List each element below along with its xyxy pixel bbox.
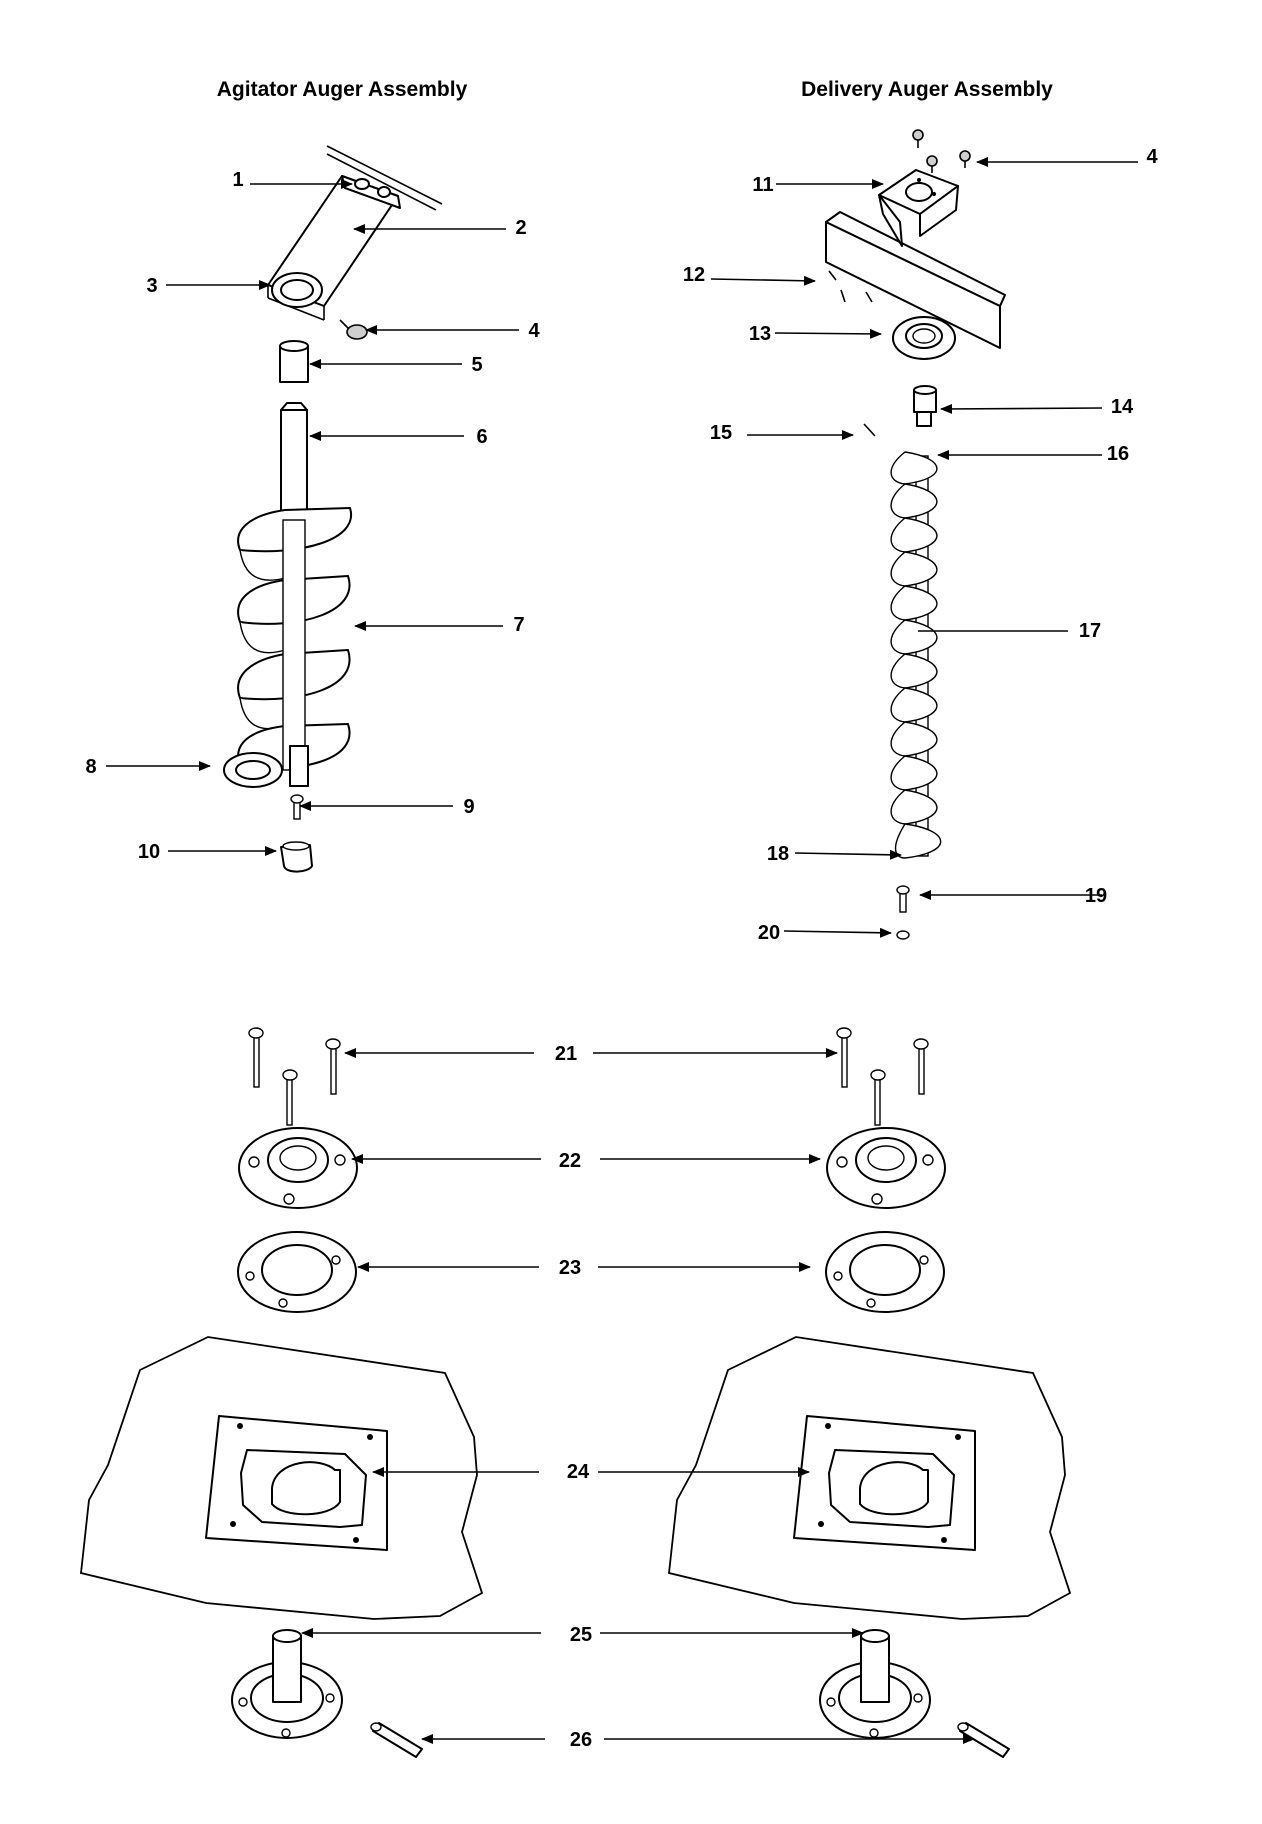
left-drive-pin-part xyxy=(370,1722,423,1758)
delivery-roll-pins-part xyxy=(828,270,873,303)
callout-10: 10 xyxy=(138,841,160,863)
title-agitator-auger-assembly: Agitator Auger Assembly xyxy=(217,78,468,101)
callout-22: 22 xyxy=(559,1150,581,1172)
agitator-bearing-part xyxy=(271,272,323,308)
callout-23: 23 xyxy=(559,1257,581,1279)
delivery-coupling-part xyxy=(913,385,937,427)
agitator-thumbscrew-part xyxy=(339,319,368,340)
right-bearing-flange-part xyxy=(826,1127,946,1209)
callout-19: 19 xyxy=(1085,885,1107,907)
callout-5: 5 xyxy=(471,354,482,376)
agitator-shaft-part xyxy=(280,402,308,519)
right-gasket-part xyxy=(825,1231,945,1313)
callout-6: 6 xyxy=(476,426,487,448)
delivery-bracket-part xyxy=(878,169,959,247)
delivery-pin-part xyxy=(863,423,876,437)
callout-2: 2 xyxy=(515,217,526,239)
callout-4-delivery: 4 xyxy=(1146,146,1158,168)
agitator-pin-part xyxy=(290,794,304,820)
callout-17: 17 xyxy=(1079,620,1101,642)
callout-3: 3 xyxy=(146,275,157,297)
callout-18: 18 xyxy=(767,843,789,865)
left-drive-shaft-part xyxy=(231,1629,343,1739)
callout-7: 7 xyxy=(513,614,524,636)
delivery-screws-part xyxy=(912,129,971,173)
callout-9: 9 xyxy=(463,796,474,818)
callout-26: 26 xyxy=(570,1729,592,1751)
agitator-auger-flighting-part xyxy=(237,507,353,787)
callout-labels: 1 2 3 4 5 6 7 8 9 10 11 4 12 13 14 15 16… xyxy=(85,146,1158,1751)
callout-25: 25 xyxy=(570,1624,592,1646)
delivery-bolt-part xyxy=(896,885,910,913)
left-bearing-flange-part xyxy=(238,1127,358,1209)
right-drive-pin-part xyxy=(957,1722,1010,1758)
delivery-washer-part xyxy=(896,930,910,940)
leader-lines xyxy=(106,157,1138,1744)
callout-21: 21 xyxy=(555,1043,577,1065)
agitator-coupling-part xyxy=(279,340,309,383)
callout-14: 14 xyxy=(1111,396,1134,418)
callout-11: 11 xyxy=(752,174,773,196)
callout-16: 16 xyxy=(1107,443,1129,465)
callout-24: 24 xyxy=(567,1461,590,1483)
delivery-bearing-part xyxy=(892,316,956,360)
agitator-thrust-washer-part xyxy=(223,752,283,788)
callout-1: 1 xyxy=(232,169,243,191)
left-hopper-wall-part xyxy=(80,1336,484,1620)
left-gasket-part xyxy=(237,1231,357,1313)
callout-20: 20 xyxy=(758,922,780,944)
callout-4-agitator: 4 xyxy=(528,320,540,342)
delivery-auger-flighting-part xyxy=(890,451,942,859)
right-hopper-wall-part xyxy=(668,1336,1072,1620)
callout-8: 8 xyxy=(85,756,96,778)
right-drive-shaft-part xyxy=(819,1629,931,1739)
callout-15: 15 xyxy=(710,422,732,444)
callout-13: 13 xyxy=(749,323,771,345)
left-screws-part xyxy=(248,1027,341,1126)
delivery-trough-part xyxy=(825,211,1006,349)
callout-12: 12 xyxy=(683,264,705,286)
right-screws-part xyxy=(836,1027,929,1126)
agitator-end-cap-part xyxy=(280,841,313,873)
title-delivery-auger-assembly: Delivery Auger Assembly xyxy=(801,78,1053,101)
